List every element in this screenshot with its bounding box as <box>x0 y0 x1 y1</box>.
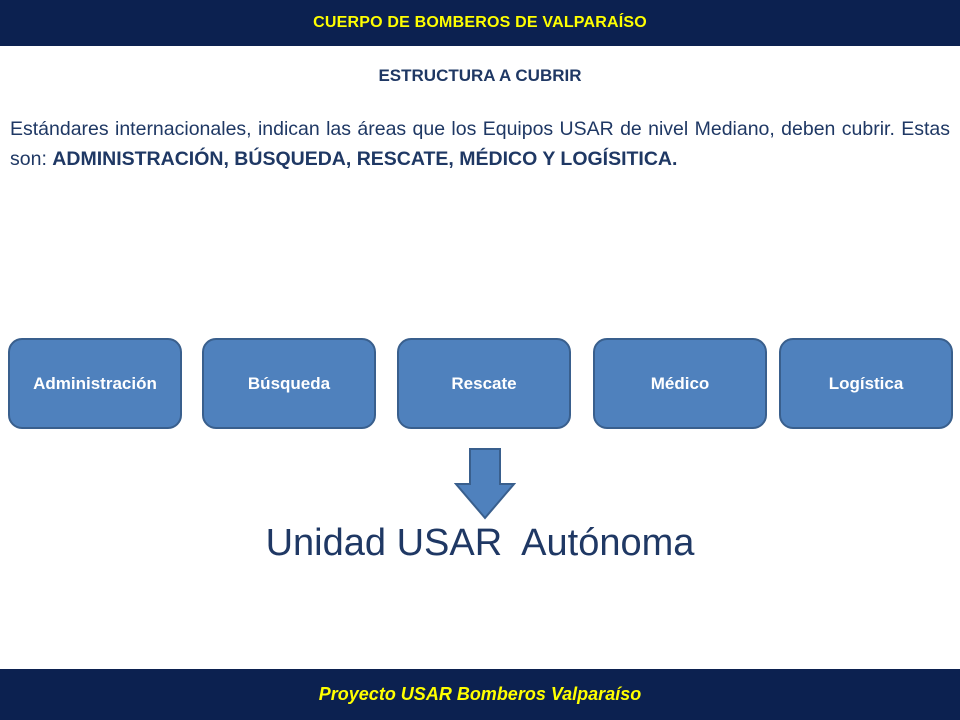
area-box-rescate: Rescate <box>397 338 571 429</box>
header-banner: CUERPO DE BOMBEROS DE VALPARAÍSO <box>0 0 960 46</box>
intro-paragraph: Estándares internacionales, indican las … <box>10 114 950 174</box>
area-box-medico: Médico <box>593 338 767 429</box>
footer-text: Proyecto USAR Bomberos Valparaíso <box>318 684 642 704</box>
intro-emphasis: ADMINISTRACIÓN, BÚSQUEDA, RESCATE, MÉDIC… <box>52 148 678 170</box>
header-title: CUERPO DE BOMBEROS DE VALPARAÍSO <box>313 14 647 31</box>
intro-text: Estándares internacionales, indican las … <box>10 118 950 170</box>
area-box-busqueda: Búsqueda <box>202 338 376 429</box>
area-box-logistica: Logística <box>779 338 953 429</box>
area-box-administracion: Administración <box>8 338 182 429</box>
slide-title: ESTRUCTURA A CUBRIR <box>378 66 582 85</box>
result-title: Unidad USAR Autónoma <box>265 522 695 564</box>
footer-banner: Proyecto USAR Bomberos Valparaíso <box>0 669 960 720</box>
down-arrow-icon <box>454 448 516 520</box>
